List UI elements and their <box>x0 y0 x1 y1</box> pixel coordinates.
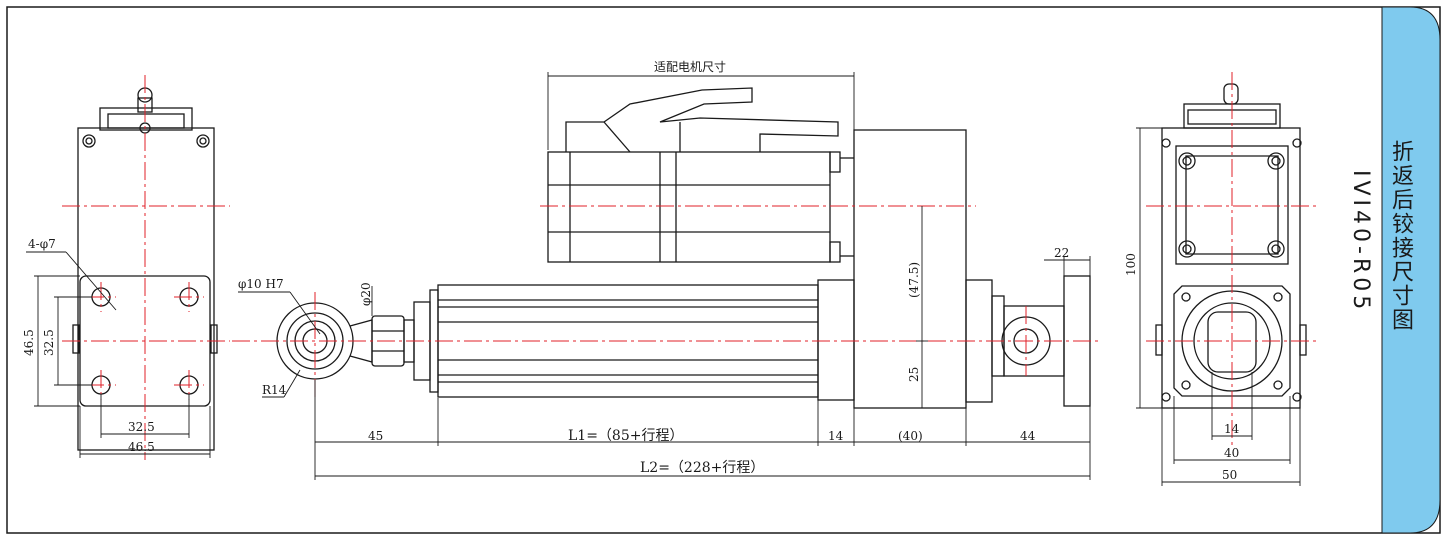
rod-end-hole-label: φ10 H7 <box>238 277 284 291</box>
radius-label: R14 <box>262 383 287 397</box>
dim-r14-label: 14 <box>1224 422 1240 436</box>
v-inner-dim-label: 32.5 <box>42 329 56 356</box>
dim-100-label: 100 <box>1124 253 1138 276</box>
right-view-centerlines <box>1146 72 1316 448</box>
dim-l1-label: L1=（85+行程） <box>568 428 683 444</box>
motor-dim-label: 适配电机尺寸 <box>654 60 726 74</box>
dim-14-label: 14 <box>828 429 844 443</box>
rod-dia-label: φ20 <box>359 282 373 306</box>
h-outer-dim-label: 46.5 <box>128 440 155 454</box>
dim-40p-label: (40) <box>898 429 923 443</box>
motor <box>547 87 854 263</box>
v-outer-dim-label: 46.5 <box>22 329 36 356</box>
left-view-dimlines <box>26 251 211 458</box>
sheet-border <box>6 6 1441 534</box>
title-tab <box>1381 6 1441 534</box>
dim-44-label: 44 <box>1020 429 1036 443</box>
dim-r40-label: 40 <box>1224 446 1239 460</box>
dim-25-label: 25 <box>907 367 921 382</box>
actuator-body <box>437 129 1091 409</box>
title-chinese: 折返后铰接尺寸图 <box>1388 140 1413 332</box>
dim-47-5-label: (47.5) <box>907 262 921 298</box>
dim-22-label: 22 <box>1054 246 1069 260</box>
title-model: IVI40-R05 <box>1348 170 1373 314</box>
dim-r50-label: 50 <box>1222 468 1237 482</box>
right-end-view <box>1155 83 1307 409</box>
right-view-dimlines <box>1136 127 1301 486</box>
center-view-dimlines <box>238 72 1091 480</box>
hole-dim-label: 4-φ7 <box>28 237 56 251</box>
h-inner-dim-label: 32.5 <box>128 420 155 434</box>
dim-l2-label: L2=（228+行程） <box>640 460 764 476</box>
dim-45-label: 45 <box>368 429 383 443</box>
